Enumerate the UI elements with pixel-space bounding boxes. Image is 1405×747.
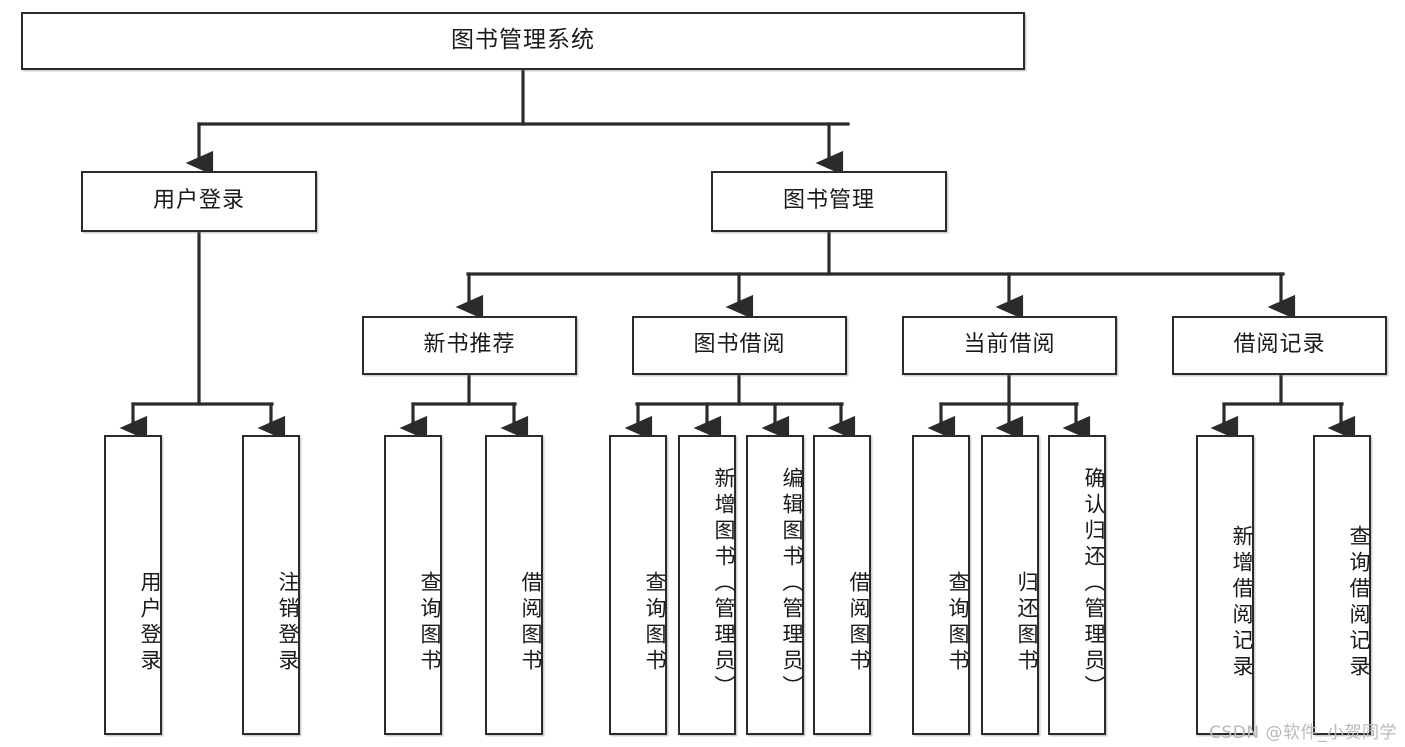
node-label: 确认归还（管理员） [1082, 467, 1106, 701]
node-label: 查询图书 [418, 571, 442, 675]
node-label: 新书推荐 [423, 332, 516, 358]
leaf-user-login[interactable]: 用户登录 [104, 435, 162, 735]
node-current-borrowing[interactable]: 当前借阅 [902, 316, 1117, 375]
node-label: 图书借阅 [693, 332, 786, 358]
csdn-watermark: CSDN @软件_小贺同学 [1209, 723, 1397, 743]
leaf-query-borrowing-record[interactable]: 查询借阅记录 [1313, 435, 1371, 735]
node-label: 编辑图书（管理员） [780, 467, 804, 701]
node-label: 新增图书（管理员） [712, 467, 736, 701]
node-label: 用户登录 [152, 188, 245, 214]
node-book-borrowing[interactable]: 图书借阅 [632, 316, 847, 375]
node-label: 新增借阅记录 [1230, 525, 1254, 681]
node-label: 查询图书 [643, 571, 667, 675]
node-book-management[interactable]: 图书管理 [711, 171, 947, 232]
node-root-book-management-system[interactable]: 图书管理系统 [21, 12, 1025, 70]
leaf-add-book-admin[interactable]: 新增图书（管理员） [678, 435, 736, 735]
leaf-borrow-book-recommendation[interactable]: 借阅图书 [485, 435, 543, 735]
leaf-borrow-book-borrowing[interactable]: 借阅图书 [813, 435, 871, 735]
node-label: 图书管理系统 [451, 27, 595, 54]
node-label: 借阅图书 [847, 571, 871, 675]
node-label: 用户登录 [138, 571, 162, 675]
node-label: 注销登录 [276, 571, 300, 675]
leaf-query-book-recommendation[interactable]: 查询图书 [384, 435, 442, 735]
leaf-query-book-borrowing[interactable]: 查询图书 [609, 435, 667, 735]
node-label: 查询图书 [946, 571, 970, 675]
leaf-confirm-return-admin[interactable]: 确认归还（管理员） [1048, 435, 1106, 735]
node-label: 当前借阅 [963, 332, 1056, 358]
leaf-return-book[interactable]: 归还图书 [981, 435, 1039, 735]
node-borrowing-record[interactable]: 借阅记录 [1172, 316, 1387, 375]
node-user-login[interactable]: 用户登录 [81, 171, 317, 232]
leaf-query-book-current[interactable]: 查询图书 [912, 435, 970, 735]
node-label: 借阅记录 [1233, 332, 1326, 358]
leaf-add-borrowing-record[interactable]: 新增借阅记录 [1196, 435, 1254, 735]
node-label: 借阅图书 [519, 571, 543, 675]
node-label: 归还图书 [1015, 571, 1039, 675]
node-label: 图书管理 [782, 188, 875, 214]
leaf-logout[interactable]: 注销登录 [242, 435, 300, 735]
node-label: 查询借阅记录 [1347, 525, 1371, 681]
node-new-book-recommendation[interactable]: 新书推荐 [362, 316, 577, 375]
leaf-edit-book-admin[interactable]: 编辑图书（管理员） [746, 435, 804, 735]
